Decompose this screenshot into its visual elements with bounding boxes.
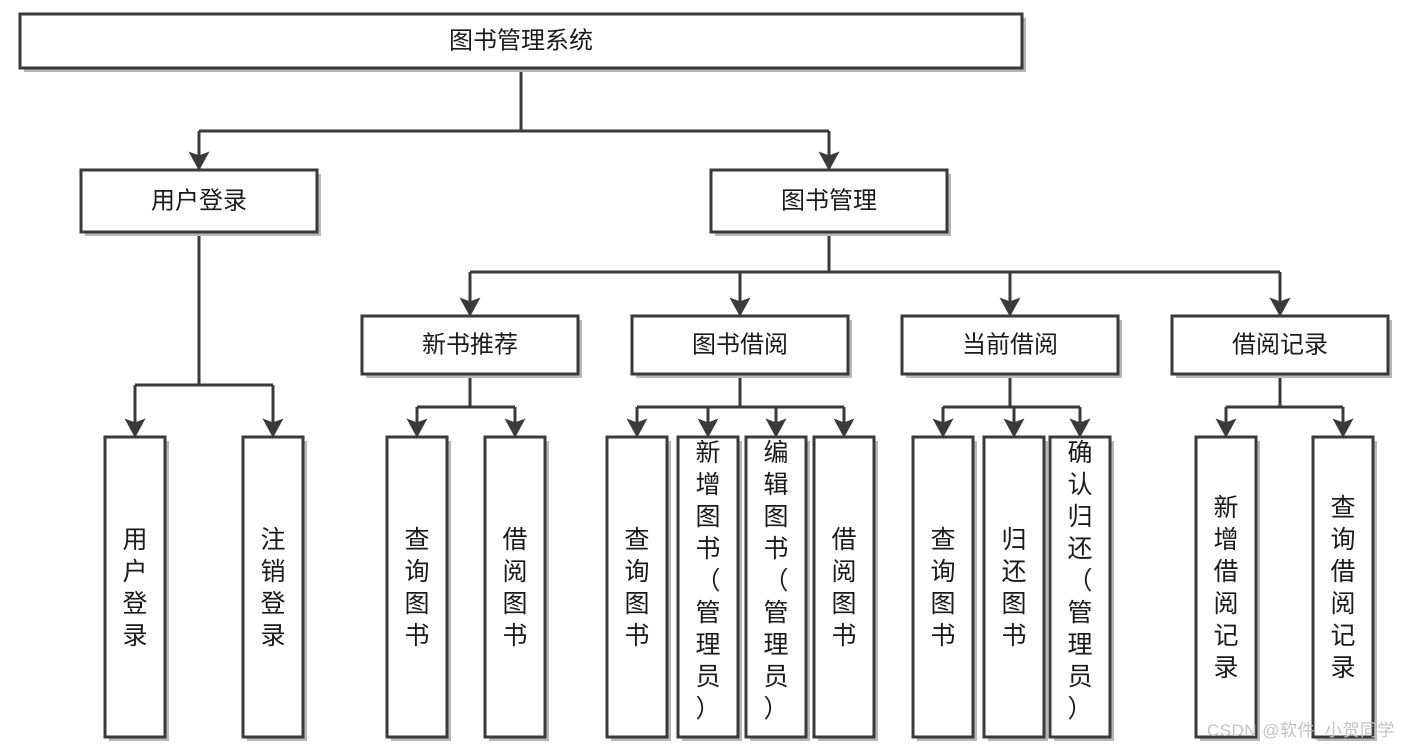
node-leaf-confirm-return-admin[interactable]: 确认归还（管理员） bbox=[1048, 435, 1114, 741]
node-box[interactable] bbox=[79, 168, 319, 234]
node-leaf-borrow-book-recommend[interactable]: 借阅图书 bbox=[483, 435, 549, 741]
node-leaf-add-borrow-record[interactable]: 新增借阅记录 bbox=[1194, 435, 1260, 741]
node-root[interactable]: 图书管理系统 bbox=[18, 12, 1026, 72]
watermark-label: CSDN @软件_小贺同学 bbox=[1206, 721, 1395, 740]
node-label: 查询图书 bbox=[404, 526, 429, 650]
node-leaf-query-borrow-record[interactable]: 查询借阅记录 bbox=[1311, 435, 1377, 741]
node-box[interactable] bbox=[676, 435, 740, 739]
node-leaf-return-book[interactable]: 归还图书 bbox=[982, 435, 1048, 741]
node-user-login[interactable]: 用户登录 bbox=[79, 168, 321, 236]
node-box[interactable] bbox=[709, 168, 949, 234]
node-label: 注销登录 bbox=[260, 526, 285, 650]
node-leaf-user-login[interactable]: 用户登录 bbox=[103, 435, 169, 741]
node-leaf-query-book-current[interactable]: 查询图书 bbox=[911, 435, 977, 741]
node-box[interactable] bbox=[812, 435, 876, 739]
node-box[interactable] bbox=[1311, 435, 1375, 739]
node-leaf-query-book-recommend[interactable]: 查询图书 bbox=[385, 435, 451, 741]
node-label: 新增图书（管理员） bbox=[695, 439, 720, 723]
node-box[interactable] bbox=[900, 314, 1120, 376]
node-box[interactable] bbox=[630, 314, 850, 376]
node-label: 图书借阅 bbox=[692, 331, 788, 358]
node-leaf-query-book-borrow[interactable]: 查询图书 bbox=[605, 435, 671, 741]
node-box[interactable] bbox=[241, 435, 305, 739]
node-box[interactable] bbox=[911, 435, 975, 739]
node-book-management[interactable]: 图书管理 bbox=[709, 168, 951, 236]
node-box[interactable] bbox=[385, 435, 449, 739]
node-box[interactable] bbox=[483, 435, 547, 739]
node-label: 查询借阅记录 bbox=[1330, 494, 1355, 682]
node-leaf-logout-login[interactable]: 注销登录 bbox=[241, 435, 307, 741]
node-borrow-record[interactable]: 借阅记录 bbox=[1170, 314, 1392, 378]
node-leaf-borrow-book[interactable]: 借阅图书 bbox=[812, 435, 878, 741]
node-label: 查询图书 bbox=[624, 526, 649, 650]
node-label: 用户登录 bbox=[151, 187, 247, 214]
node-label: 归还图书 bbox=[1001, 526, 1026, 650]
node-box[interactable] bbox=[982, 435, 1046, 739]
node-box[interactable] bbox=[605, 435, 669, 739]
node-label: 编辑图书（管理员） bbox=[763, 439, 788, 723]
node-current-borrow[interactable]: 当前借阅 bbox=[900, 314, 1122, 378]
node-box[interactable] bbox=[360, 314, 580, 376]
node-box[interactable] bbox=[1170, 314, 1390, 376]
node-label: 新增借阅记录 bbox=[1213, 494, 1238, 682]
node-leaf-edit-book-admin[interactable]: 编辑图书（管理员） bbox=[744, 435, 810, 741]
node-leaf-add-book-admin[interactable]: 新增图书（管理员） bbox=[676, 435, 742, 741]
node-label: 借阅图书 bbox=[831, 526, 856, 650]
node-label: 用户登录 bbox=[122, 526, 147, 650]
node-box[interactable] bbox=[18, 12, 1024, 70]
node-new-book-recommend[interactable]: 新书推荐 bbox=[360, 314, 582, 378]
edge-layer bbox=[124, 68, 1354, 438]
node-box[interactable] bbox=[1194, 435, 1258, 739]
node-box[interactable] bbox=[744, 435, 808, 739]
node-label: 新书推荐 bbox=[422, 331, 518, 358]
node-label: 查询图书 bbox=[930, 526, 955, 650]
node-label: 借阅图书 bbox=[502, 526, 527, 650]
node-box[interactable] bbox=[1048, 435, 1112, 739]
node-layer: 图书管理系统用户登录图书管理新书推荐图书借阅当前借阅借阅记录用户登录注销登录查询… bbox=[18, 12, 1392, 741]
node-box[interactable] bbox=[103, 435, 167, 739]
node-label: 当前借阅 bbox=[962, 331, 1058, 358]
node-label: 图书管理 bbox=[781, 187, 877, 214]
node-book-borrow[interactable]: 图书借阅 bbox=[630, 314, 852, 378]
node-label: 图书管理系统 bbox=[449, 27, 593, 54]
node-label: 确认归还（管理员） bbox=[1067, 439, 1092, 723]
node-label: 借阅记录 bbox=[1232, 331, 1328, 358]
